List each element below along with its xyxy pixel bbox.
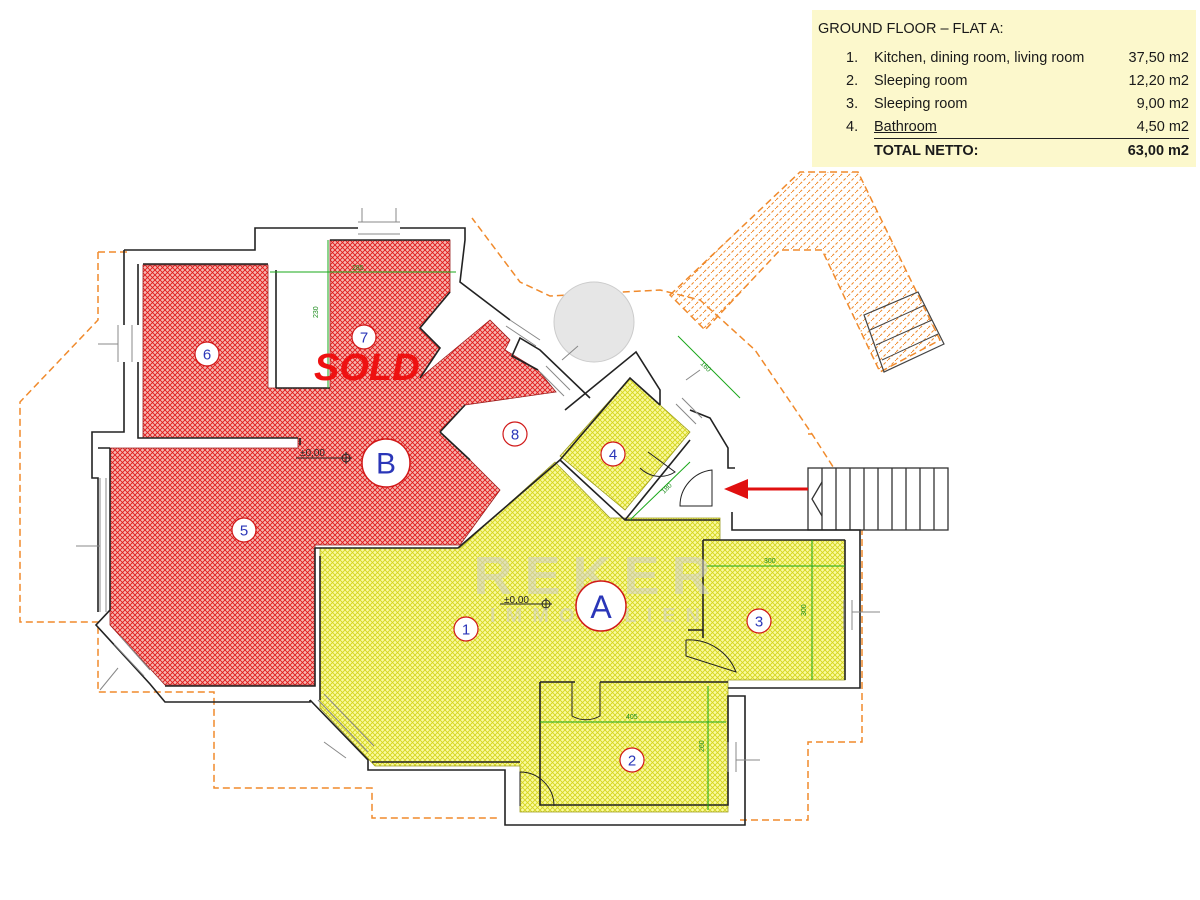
room-number-6: 6: [203, 347, 211, 364]
room-marker-5: 5: [231, 517, 257, 543]
legend-room-area: 12,20 m2: [1128, 72, 1189, 89]
flat-label-b-text: B: [376, 448, 396, 481]
legend-row-4: 4. Bathroom 4,50 m2: [846, 115, 1189, 139]
room-number-2: 2: [628, 753, 636, 770]
legend-table: 1. Kitchen, dining room, living room 37,…: [846, 46, 1189, 162]
entrance-stairs: [807, 467, 949, 531]
flat-label-b: B: [361, 438, 411, 488]
dim-label-2-width: 405: [626, 714, 638, 721]
room-number-4: 4: [609, 447, 617, 464]
level-marker-b: ±0,00: [300, 448, 325, 459]
level-marker-a: ±0,00: [504, 595, 529, 606]
legend-total-row: TOTAL NETTO: 63,00 m2: [846, 139, 1189, 163]
legend-room-name: Bathroom: [874, 115, 1118, 139]
room-area-legend: GROUND FLOOR – FLAT A: 1. Kitchen, dinin…: [812, 10, 1196, 167]
building-walls: [91, 227, 861, 826]
legend-room-name: Sleeping room: [874, 95, 968, 112]
legend-total-label: TOTAL NETTO:: [874, 142, 979, 159]
legend-room-area: 37,50 m2: [1128, 49, 1189, 66]
flat-a-area: [319, 377, 846, 813]
legend-row-1: 1. Kitchen, dining room, living room 37,…: [846, 46, 1189, 69]
windows: [76, 208, 880, 772]
room-marker-4: 4: [600, 441, 626, 467]
legend-room-name-text: Bathroom: [874, 118, 937, 135]
room-number-3: 3: [755, 614, 763, 631]
room-marker-7: 7: [351, 324, 377, 350]
dim-label-4: 180: [660, 482, 673, 495]
legend-row-number: 2.: [846, 72, 859, 89]
legend-row-number: 4.: [846, 118, 859, 135]
flat-label-a-text: A: [590, 589, 612, 625]
legend-total-spacer: [846, 139, 874, 163]
entrance-arrow: [724, 479, 808, 499]
legend-row-3: 3. Sleeping room 9,00 m2: [846, 92, 1189, 115]
outer-stairs-top: [668, 171, 945, 374]
legend-room-area: 9,00 m2: [1136, 95, 1189, 112]
room-marker-3: 3: [746, 608, 772, 634]
room-number-8: 8: [511, 427, 519, 444]
legend-room-area: 4,50 m2: [1117, 115, 1189, 139]
level-marker-b-circle: [341, 453, 351, 463]
legend-total-area: 63,00 m2: [1127, 142, 1189, 159]
legend-title: GROUND FLOOR – FLAT A:: [818, 21, 1004, 37]
room-number-5: 5: [240, 523, 248, 540]
legend-row-2: 2. Sleeping room 12,20 m2: [846, 69, 1189, 92]
room-number-1: 1: [462, 622, 470, 639]
room-marker-6: 6: [194, 341, 220, 367]
room-marker-2: 2: [619, 747, 645, 773]
room-marker-8: 8: [502, 421, 528, 447]
legend-row-number: 3.: [846, 95, 859, 112]
dim-label-7-height: 230: [313, 306, 320, 318]
sold-stamp: SOLD: [314, 347, 420, 389]
dim-label-diag: 160: [699, 360, 712, 373]
decorative-circle: [553, 281, 635, 363]
door-swings: [519, 451, 737, 807]
legend-room-name: Kitchen, dining room, living room: [874, 49, 1085, 66]
legend-room-name: Sleeping room: [874, 72, 968, 89]
room-marker-1: 1: [453, 616, 479, 642]
dimension-lines: [270, 240, 845, 810]
dim-label-7-width: 285: [352, 265, 364, 272]
dim-label-3-height: 300: [801, 604, 808, 616]
legend-row-number: 1.: [846, 49, 859, 66]
room-number-7: 7: [360, 330, 368, 347]
dim-label-3-width: 300: [764, 558, 776, 565]
flat-label-a: A: [575, 580, 627, 632]
level-marker-a-circle: [541, 599, 551, 609]
dim-label-2-height: 260: [699, 740, 706, 752]
